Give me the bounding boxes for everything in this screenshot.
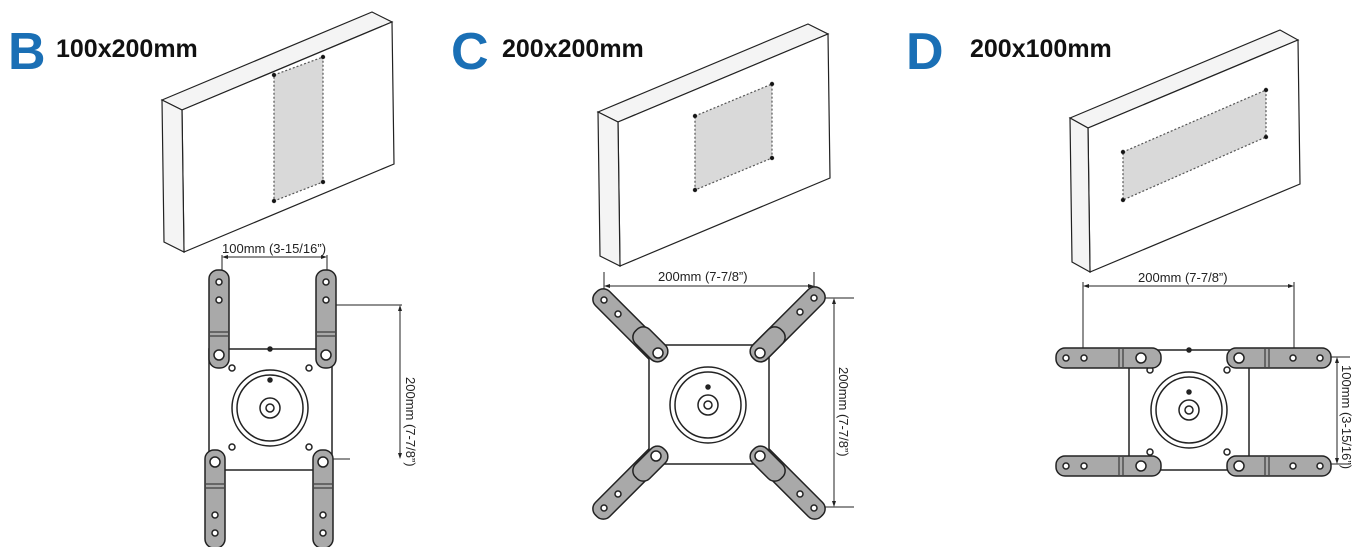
panel-b-title: 100x200mm [56,35,198,63]
panel-b: B 100x200mm 100mm (3-15/16”) 200mm (7 [0,0,450,547]
panel-b-diagram: 100mm (3-15/16”) 200mm (7-7/8”) [160,11,418,547]
panel-c-width-dimension: 200mm (7-7/8”) [658,269,748,284]
panel-c-title: 200x200mm [502,35,644,63]
panel-c-letter: C [451,23,489,81]
panel-d-diagram: 200mm (7-7/8”) 100mm (3-15/16”) [1055,29,1354,477]
panel-b-width-dimension: 100mm (3-15/16”) [222,241,326,256]
panel-d: D 200x100mm 200mm (7-7/8”) 100mm (3-15/1… [900,0,1369,547]
vesa-bracket-icon [1055,347,1332,477]
panel-d-width-dimension: 200mm (7-7/8”) [1138,270,1228,285]
panel-d-title: 200x100mm [970,35,1112,63]
panel-c-diagram: 200mm (7-7/8”) 200mm (7-7/8”) [592,23,854,520]
panel-b-height-dimension: 200mm (7-7/8”) [403,377,418,467]
panel-d-letter: D [906,23,944,81]
panel-d-height-dimension: 100mm (3-15/16”) [1339,365,1354,469]
panel-b-letter: B [8,23,46,81]
tv-back-panel-icon [160,11,395,253]
vesa-bracket-icon [204,269,337,547]
tv-back-panel-icon [1068,29,1301,274]
panel-c-height-dimension: 200mm (7-7/8”) [836,367,851,457]
vesa-bracket-icon [592,286,826,520]
tv-back-panel-icon [596,23,831,267]
panel-c: C 200x200mm 200mm (7-7/8”) 200mm (7-7/8”… [450,0,900,547]
